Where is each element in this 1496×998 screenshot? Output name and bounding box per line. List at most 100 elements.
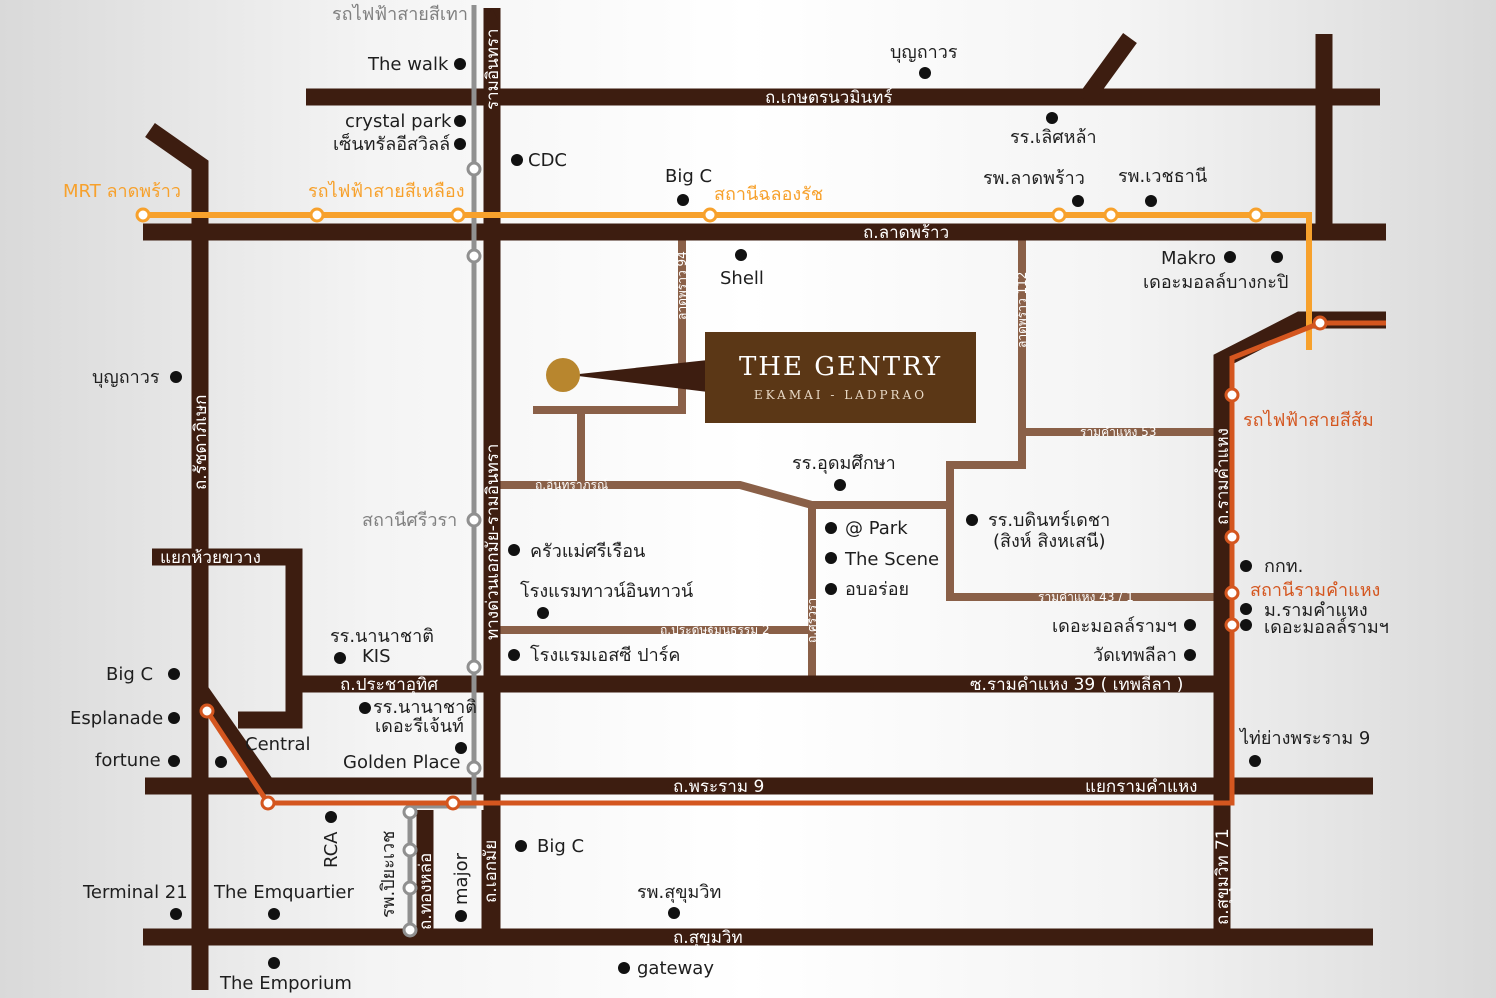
dot: [1240, 603, 1252, 615]
yellow-line-track: [143, 212, 1312, 350]
place-label: โรงแรมเอสซี ปาร์ค: [530, 644, 680, 666]
project-logo: THE GENTRY EKAMAI - LADPRAO: [705, 332, 976, 423]
road-huai-khwang-loop: [152, 548, 303, 729]
orange-station: [1224, 617, 1240, 633]
orange-station: [1224, 585, 1240, 601]
grey-station: [466, 760, 482, 776]
dot: [359, 702, 371, 714]
place-label: KIS: [362, 646, 391, 667]
minor-road-ladprao112: [946, 236, 1219, 601]
dot: [325, 811, 337, 823]
dot: [334, 652, 346, 664]
place-label: The Scene: [844, 549, 939, 570]
dot: [454, 138, 466, 150]
minor-road-intharaporn: [493, 481, 816, 680]
orange-station: [1224, 387, 1240, 403]
yellow-station: [1051, 207, 1067, 223]
place-label: บุญถาวร: [890, 42, 958, 63]
road-label-ram53: รามคำแหง 53: [1080, 425, 1156, 439]
dot: [168, 712, 180, 724]
orange-station: [1224, 529, 1240, 545]
place-label: Big C: [665, 166, 712, 187]
dot: [919, 67, 931, 79]
place-label: รร.เลิศหล้า: [1010, 127, 1097, 148]
dot: [825, 583, 837, 595]
road-label-ramkhamhaeng: ถ.รามคำแหง: [1213, 428, 1233, 525]
road-label-rama9: ถ.พระราม 9: [673, 777, 764, 797]
dot: [511, 154, 523, 166]
orange-station: [199, 703, 215, 719]
orange-station: [1312, 315, 1328, 331]
dot: [508, 544, 520, 556]
place-label: The Emquartier: [213, 882, 355, 903]
srivara-station-label: สถานีศรีวรา: [362, 510, 457, 531]
grey-station: [466, 248, 482, 264]
orange-station: [260, 795, 276, 811]
road-label-kaset: ถ.เกษตรนวมินทร์: [765, 88, 893, 108]
place-label: รร.นานาชาติ: [373, 697, 477, 718]
road-kaset-diagonal: [1078, 33, 1137, 105]
place-label: Esplanade: [70, 708, 163, 729]
road-ratchada: [145, 123, 209, 990]
chalong-rat-label: สถานีฉลองรัช: [714, 184, 823, 205]
road-label-expressway: ทางด่วนเอกมัย-รามอินทรา: [483, 444, 503, 640]
grey-station: [466, 512, 482, 528]
grey-station: [402, 880, 418, 896]
road-label-ram39: ซ.รามคำแหง 39 ( เทพลีลา ): [970, 675, 1183, 695]
road-label-sukhumvit71: ถ.สุขุมวิท 71: [1213, 828, 1233, 925]
place-label: fortune: [95, 750, 161, 771]
yellow-line: [135, 207, 1312, 350]
dot: [1240, 619, 1252, 631]
road-label-huai-khwang: แยกห้วยขวาง: [160, 548, 261, 568]
dot: [1224, 251, 1236, 263]
place-label: รร.นานาชาติ: [330, 626, 434, 647]
yellow-line-label: รถไฟฟ้าสายสีเหลือง: [308, 180, 465, 202]
place-label: Makro: [1161, 248, 1216, 269]
dot: [215, 756, 227, 768]
dot: [1184, 619, 1196, 631]
dot: [268, 957, 280, 969]
yellow-station: [309, 207, 325, 223]
dot: [1184, 649, 1196, 661]
place-label: รร.อุดมศึกษา: [792, 453, 896, 474]
place-label: CDC: [528, 150, 567, 171]
place-label: รร.บดินทร์เดชา: [988, 510, 1110, 531]
dot: [825, 552, 837, 564]
road-label-sukhumvit: ถ.สุขุมวิท: [673, 928, 743, 948]
place-label: รพ.เวชธานี: [1118, 166, 1207, 187]
project-title: THE GENTRY: [738, 352, 943, 382]
place-label: Big C: [106, 664, 153, 685]
place-label: เซ็นทรัลอีสวิลล์: [333, 132, 450, 155]
dot: [1072, 195, 1084, 207]
dot: [508, 649, 520, 661]
arrow-up-icon: [486, 8, 498, 20]
place-label: รพ.ปิยะเวช: [378, 831, 399, 918]
mrt-ladprao-label: MRT ลาดพร้าว: [63, 181, 181, 202]
road-label-intharaporn: ถ.อินทราภรณ์: [535, 478, 608, 492]
dot: [168, 755, 180, 767]
dot: [170, 371, 182, 383]
road-label-ram43: รามคำแหง 43 / 1: [1038, 590, 1134, 604]
road-label-srivara: ถ.ศรีวรา: [805, 598, 819, 643]
dot: [515, 840, 527, 852]
dot: [668, 907, 680, 919]
road-label-ladprao112: ลาดพร้าว 112: [1015, 272, 1029, 348]
grey-line-track: [407, 5, 477, 930]
place-label: กกท.: [1264, 556, 1303, 577]
place-label: เดอะมอลล์รามฯ: [1264, 617, 1389, 638]
yellow-station: [1103, 207, 1119, 223]
place-dots: [168, 58, 1283, 974]
yellow-station: [135, 207, 151, 223]
dot: [834, 479, 846, 491]
place-label: เดอะมอลล์รามฯ: [1052, 616, 1177, 637]
grey-station: [402, 922, 418, 938]
place-label: Central: [245, 734, 311, 755]
dot: [168, 668, 180, 680]
place-label: (สิงห์ สิงหเสนี): [993, 531, 1106, 552]
dot: [1249, 755, 1261, 767]
orange-line-track: [204, 320, 1386, 806]
dot: [454, 58, 466, 70]
dot: [1046, 112, 1058, 124]
project-subtitle: EKAMAI - LADPRAO: [753, 388, 928, 402]
